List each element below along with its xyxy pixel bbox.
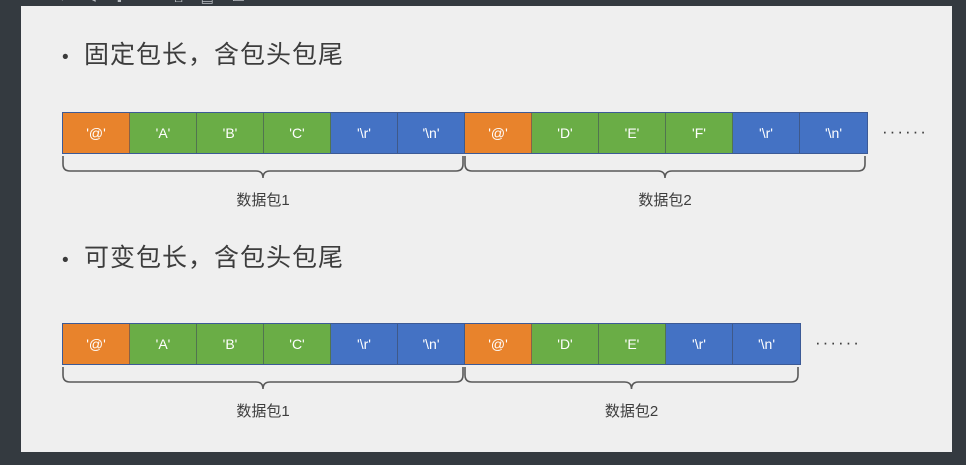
- toolbar-icons[interactable]: ↵ ◂ ⬆ ✂ ⧉ ▤ ▭: [59, 0, 252, 6]
- packet-cell-head[interactable]: '@': [465, 324, 532, 364]
- bullet-dot-icon: •: [62, 250, 69, 271]
- packet-cell-body[interactable]: 'E': [599, 324, 666, 364]
- packet-cell-body[interactable]: 'C': [264, 113, 331, 153]
- packet-cell-tail[interactable]: '\r': [666, 324, 733, 364]
- packet-cell-tail[interactable]: '\r': [331, 324, 398, 364]
- bullet-dot-icon: •: [62, 47, 69, 68]
- group-brace: [464, 367, 799, 393]
- packet-cell-body[interactable]: 'E': [599, 113, 666, 153]
- group-brace: [62, 367, 464, 393]
- packet-cell-tail[interactable]: '\r': [331, 113, 398, 153]
- group-label: 数据包1: [236, 403, 290, 420]
- packet-byte-bar-2: '@''A''B''C''\r''\n''@''D''E''\r''\n': [62, 323, 801, 365]
- packet-cell-body[interactable]: 'A': [130, 113, 197, 153]
- window-frame-right: [952, 0, 966, 465]
- group-label: 数据包2: [604, 403, 659, 420]
- packet-cell-head[interactable]: '@': [63, 324, 130, 364]
- packet-cell-body[interactable]: 'B': [197, 324, 264, 364]
- packet-cell-body[interactable]: 'C': [264, 324, 331, 364]
- packet-cell-head[interactable]: '@': [63, 113, 130, 153]
- packet-cell-tail[interactable]: '\r': [733, 113, 800, 153]
- bullet-title: 固定包长，含包头包尾: [84, 41, 345, 69]
- group-label: 数据包2: [638, 192, 692, 209]
- continuation-ellipsis: ······: [882, 122, 928, 141]
- bullet-item-1: • 固定包长，含包头包尾: [62, 35, 344, 71]
- slide-canvas: •固定包长，含包头包尾'@''A''B''C''\r''\n''@''D''E'…: [21, 6, 952, 452]
- packet-cell-tail[interactable]: '\n': [398, 324, 465, 364]
- packet-cell-body[interactable]: 'A': [130, 324, 197, 364]
- packet-cell-body[interactable]: 'F': [666, 113, 733, 153]
- group-label: 数据包1: [236, 192, 290, 209]
- packet-cell-body[interactable]: 'B': [197, 113, 264, 153]
- group-brace: [62, 156, 464, 182]
- window-frame-bottom: [0, 452, 966, 465]
- packet-cell-tail[interactable]: '\n': [398, 113, 465, 153]
- packet-byte-bar-1: '@''A''B''C''\r''\n''@''D''E''F''\r''\n': [62, 112, 868, 154]
- packet-cell-head[interactable]: '@': [465, 113, 532, 153]
- bullet-title: 可变包长，含包头包尾: [84, 244, 345, 272]
- packet-cell-body[interactable]: 'D': [532, 113, 599, 153]
- group-brace: [464, 156, 866, 182]
- packet-cell-tail[interactable]: '\n': [800, 113, 867, 153]
- window-frame-left: [0, 0, 21, 465]
- continuation-ellipsis: ······: [815, 333, 861, 352]
- toolbar-strip: ↵ ◂ ⬆ ✂ ⧉ ▤ ▭: [21, 0, 952, 6]
- packet-cell-body[interactable]: 'D': [532, 324, 599, 364]
- bullet-item-2: • 可变包长，含包头包尾: [62, 238, 344, 274]
- packet-cell-tail[interactable]: '\n': [733, 324, 800, 364]
